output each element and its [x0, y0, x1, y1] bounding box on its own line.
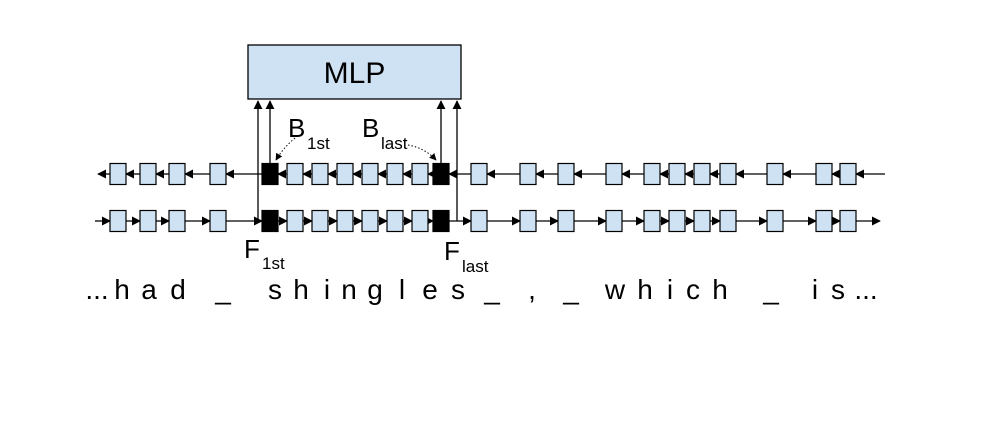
- backward-cell: [386, 162, 404, 186]
- backward-cell: [470, 162, 488, 186]
- backward-cell: [719, 162, 737, 186]
- sentence-char: ...: [85, 274, 108, 305]
- f-last-main: F: [444, 236, 460, 266]
- sentence-char: w: [604, 274, 626, 305]
- forward-cell: [209, 209, 227, 233]
- backward-selected-cell: [261, 162, 279, 186]
- backward-cell: [109, 162, 127, 186]
- backward-cell: [668, 162, 686, 186]
- space-token: _: [214, 274, 231, 305]
- b-first-label: B 1st: [288, 113, 330, 153]
- space-token: _: [562, 274, 579, 305]
- sentence-char: n: [341, 274, 357, 305]
- f-last-label: F last: [444, 236, 489, 276]
- backward-rnn-chain: [97, 162, 885, 186]
- forward-cell: [361, 209, 379, 233]
- forward-cell: [336, 209, 354, 233]
- forward-cell: [311, 209, 329, 233]
- backward-cell: [643, 162, 661, 186]
- forward-cell: [839, 209, 857, 233]
- forward-cell: [815, 209, 833, 233]
- forward-cell: [470, 209, 488, 233]
- f-first-main: F: [244, 234, 260, 264]
- sentence-char: a: [141, 274, 157, 305]
- sentence-char: c: [686, 274, 700, 305]
- forward-cell: [766, 209, 784, 233]
- forward-rnn-chain: [95, 209, 881, 233]
- backward-cell: [311, 162, 329, 186]
- forward-cell: [668, 209, 686, 233]
- f-first-sub: 1st: [262, 254, 285, 273]
- sentence-char: i: [324, 274, 330, 305]
- sentence-char: s: [268, 274, 282, 305]
- backward-cell: [411, 162, 429, 186]
- backward-cell: [139, 162, 157, 186]
- forward-cell: [605, 209, 623, 233]
- sentence-char: e: [422, 274, 438, 305]
- sentence-char: d: [170, 274, 186, 305]
- backward-cell: [168, 162, 186, 186]
- forward-selected-cell: [261, 209, 279, 233]
- backward-cell: [209, 162, 227, 186]
- sentence-char: l: [399, 274, 405, 305]
- forward-cell: [286, 209, 304, 233]
- space-token: _: [483, 274, 500, 305]
- b-last-main: B: [362, 113, 379, 143]
- backward-selected-cell: [432, 162, 450, 186]
- forward-cell: [411, 209, 429, 233]
- backward-cell: [336, 162, 354, 186]
- backward-cell: [693, 162, 711, 186]
- sentence-char: s: [831, 274, 845, 305]
- sentence-char: ,: [528, 274, 536, 305]
- backward-cell: [839, 162, 857, 186]
- sentence-char: i: [667, 274, 673, 305]
- backward-cell: [766, 162, 784, 186]
- mlp-block: MLP: [247, 44, 462, 100]
- forward-cell: [643, 209, 661, 233]
- mlp-label: MLP: [324, 57, 386, 90]
- forward-cell: [386, 209, 404, 233]
- mlp-input-connectors: [253, 100, 462, 221]
- b-first-pointer: [275, 137, 296, 161]
- b-last-label: B last: [362, 113, 408, 153]
- sentence-char: h: [293, 274, 309, 305]
- backward-cell: [361, 162, 379, 186]
- forward-cell: [109, 209, 127, 233]
- forward-cell: [719, 209, 737, 233]
- backward-cell: [557, 162, 575, 186]
- forward-cell: [168, 209, 186, 233]
- b-first-sub: 1st: [307, 134, 330, 153]
- forward-cell: [519, 209, 537, 233]
- b-last-sub: last: [381, 134, 408, 153]
- sentence-char: ...: [854, 274, 877, 305]
- sentence-char: s: [451, 274, 465, 305]
- forward-cell: [557, 209, 575, 233]
- backward-cell: [815, 162, 833, 186]
- sentence-char: i: [812, 274, 818, 305]
- f-first-label: F 1st: [244, 234, 285, 273]
- sentence-char: h: [114, 274, 130, 305]
- backward-cell: [519, 162, 537, 186]
- backward-cell: [286, 162, 304, 186]
- b-last-pointer: [407, 144, 437, 161]
- f-last-sub: last: [462, 257, 489, 276]
- sentence-char: g: [367, 274, 383, 305]
- mlp-box: [247, 44, 462, 100]
- sentence-char: h: [637, 274, 653, 305]
- forward-selected-cell: [432, 209, 450, 233]
- forward-cell: [139, 209, 157, 233]
- sentence-char: h: [712, 274, 728, 305]
- space-token: _: [762, 274, 779, 305]
- forward-cell: [693, 209, 711, 233]
- b-first-main: B: [288, 113, 305, 143]
- backward-cell: [605, 162, 623, 186]
